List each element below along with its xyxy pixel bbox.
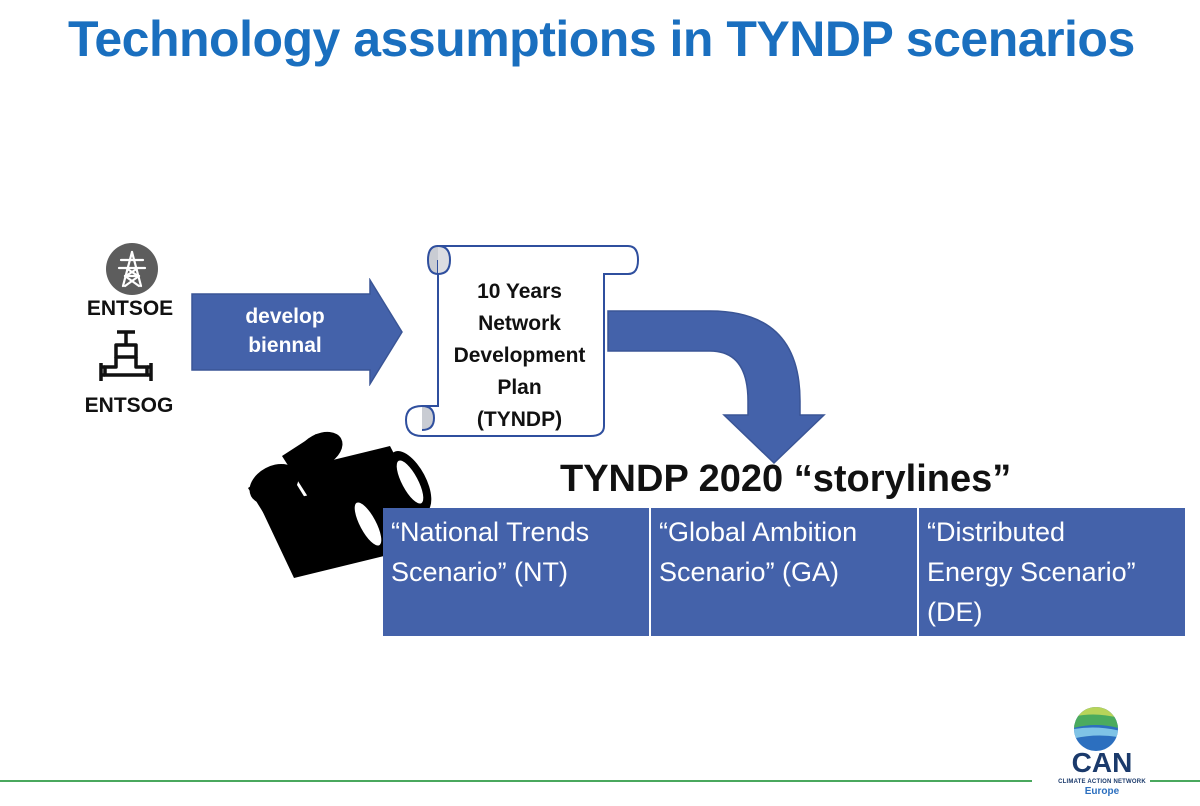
can-logo-subtitle: CLIMATE ACTION NETWORK — [1058, 779, 1146, 785]
scroll-line-5: (TYNDP) — [476, 408, 563, 431]
scenario-table: “National Trends Scenario” (NT) “Global … — [383, 508, 1185, 636]
scroll-line-3: Development — [453, 344, 586, 367]
footer-divider-right — [1150, 780, 1200, 782]
binoculars-icon — [248, 431, 432, 578]
scenario-line: Energy Scenario” — [927, 557, 1136, 587]
scroll-icon — [404, 245, 640, 437]
scroll-line-2: Network — [478, 312, 561, 335]
gas-pipe-valve-icon — [99, 330, 153, 381]
storylines-heading: TYNDP 2020 “storylines” — [560, 458, 1012, 500]
arrow-line-2: biennal — [248, 334, 322, 357]
scenario-national-trends: “National Trends Scenario” (NT) — [383, 508, 651, 636]
develop-arrow-label: develop biennal — [205, 302, 365, 360]
scroll-line-4: Plan — [497, 376, 542, 399]
entsog-label: ENTSOG — [84, 394, 174, 417]
can-logo-region: Europe — [1084, 786, 1120, 797]
transmission-tower-icon — [106, 243, 158, 295]
scenario-line: Scenario” (NT) — [391, 557, 569, 587]
scenario-line: “National Trends — [391, 517, 590, 547]
scenario-line: Scenario” (GA) — [659, 557, 840, 587]
scroll-line-1: 10 Years — [477, 280, 562, 303]
scenario-line: (DE) — [927, 597, 983, 627]
scenario-distributed-energy: “Distributed Energy Scenario” (DE) — [919, 508, 1185, 636]
entsoe-label: ENTSOE — [86, 297, 174, 320]
page-title: Technology assumptions in TYNDP scenario… — [68, 11, 1135, 67]
bent-arrow — [607, 310, 826, 465]
scroll-text: 10 Years Network Development Plan (TYNDP… — [432, 276, 607, 436]
develop-arrow — [191, 278, 403, 386]
footer-divider — [0, 780, 1032, 782]
scenario-line: “Global Ambition — [659, 517, 858, 547]
scenario-line: “Distributed — [927, 517, 1066, 547]
can-globe-icon — [1074, 707, 1118, 751]
can-logo-text: CAN — [1071, 747, 1133, 778]
arrow-line-1: develop — [245, 305, 325, 328]
scenario-global-ambition: “Global Ambition Scenario” (GA) — [651, 508, 919, 636]
